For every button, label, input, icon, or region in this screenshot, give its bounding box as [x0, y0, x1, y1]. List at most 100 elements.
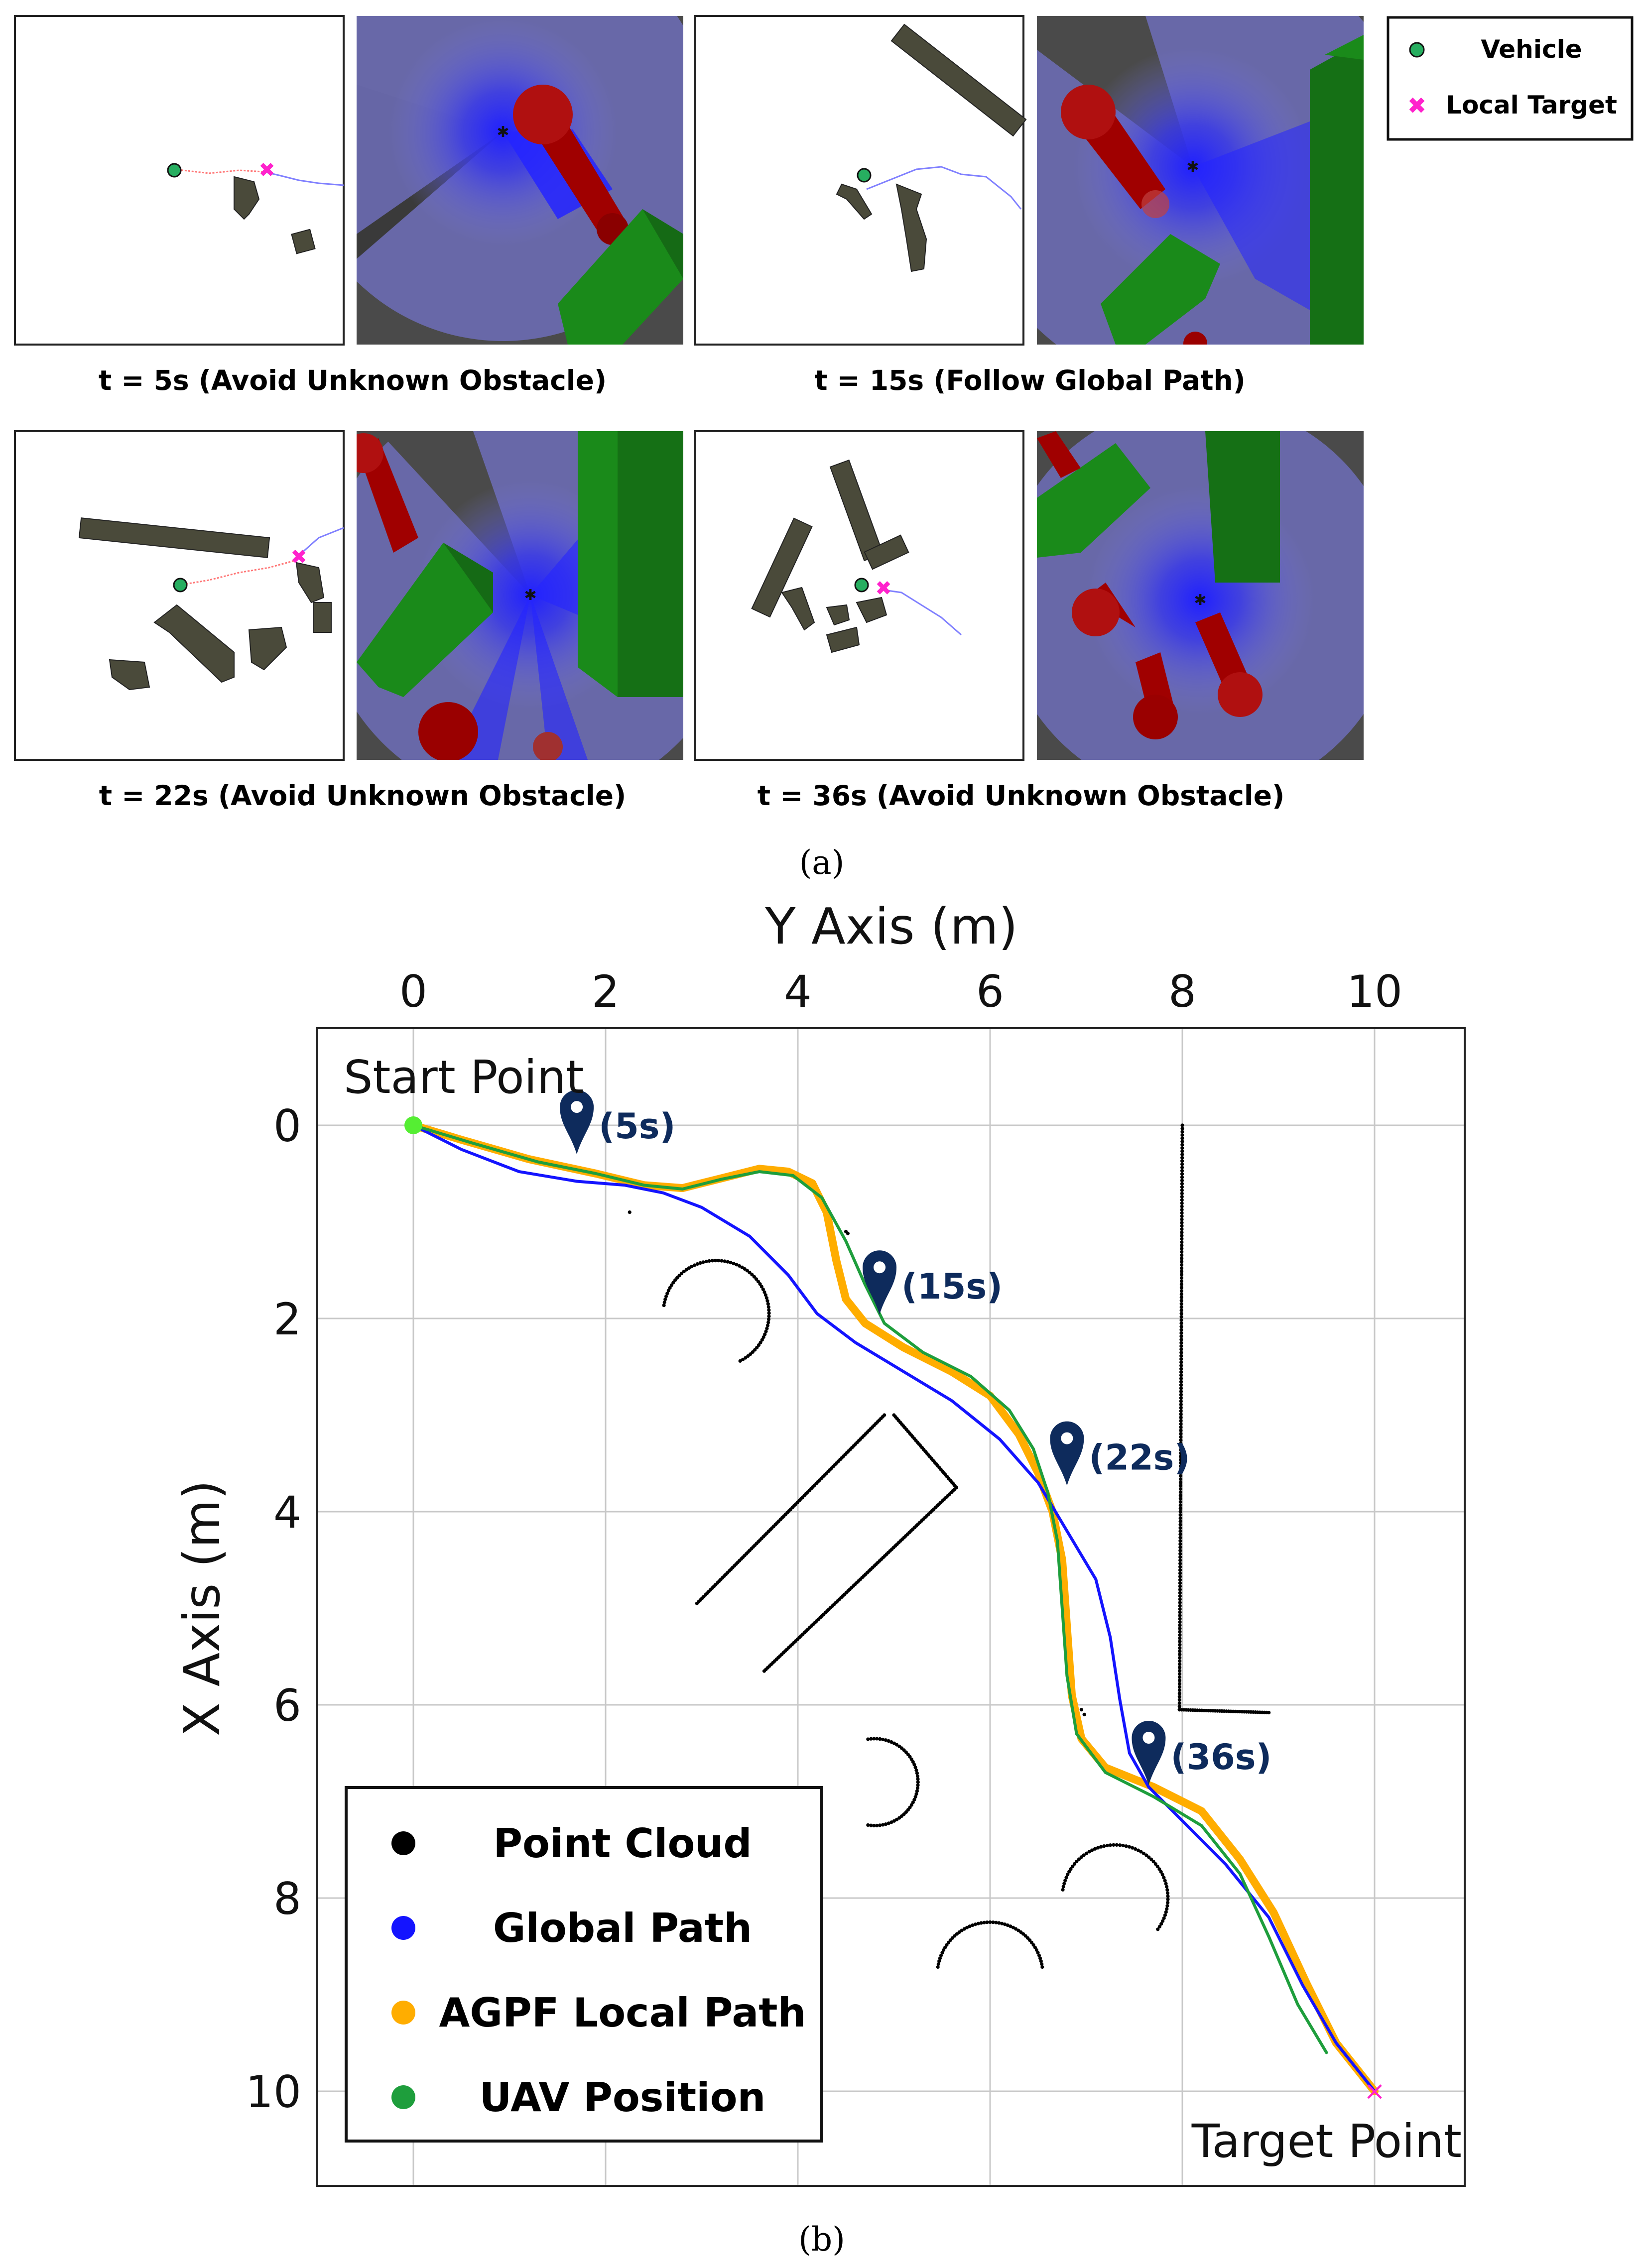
- point-cloud-dot: [1179, 1282, 1184, 1287]
- point-cloud-dot: [1179, 1305, 1183, 1309]
- point-cloud-dot: [913, 1766, 917, 1770]
- point-cloud-dot: [1178, 1617, 1182, 1621]
- point-cloud-dot: [912, 1763, 916, 1767]
- point-cloud-dot: [1178, 1532, 1182, 1537]
- point-cloud-dot: [743, 1267, 747, 1271]
- legend-local-target-marker: ✖: [1407, 92, 1427, 119]
- point-cloud-dot: [1165, 1907, 1169, 1911]
- point-cloud-dot: [1179, 1302, 1183, 1306]
- point-cloud-dot: [1179, 1279, 1184, 1283]
- point-cloud-dot: [1061, 1885, 1065, 1889]
- point-cloud-dot: [1179, 1318, 1183, 1322]
- start-point-marker: [404, 1116, 422, 1134]
- point-cloud-dot: [1180, 1260, 1184, 1264]
- series: ×: [404, 1116, 1386, 2106]
- point-cloud-dot: [1177, 1675, 1182, 1679]
- point-cloud-dot: [895, 1817, 899, 1821]
- point-cloud-dot: [1179, 1273, 1184, 1277]
- point-cloud-dot: [973, 1922, 977, 1926]
- point-cloud-dot: [1178, 1584, 1182, 1588]
- point-cloud-dot: [1180, 1140, 1184, 1144]
- point-cloud-dot: [1179, 1289, 1183, 1293]
- sim-view-5s: ✱: [357, 16, 683, 345]
- point-cloud-dot: [1178, 1630, 1182, 1634]
- point-cloud-dot: [1149, 1857, 1153, 1861]
- point-cloud-dot: [1155, 1865, 1159, 1869]
- point-cloud-dot: [1178, 1649, 1182, 1653]
- x-tick-label: 10: [1347, 966, 1402, 1017]
- point-cloud-dot: [1178, 1523, 1182, 1527]
- point-cloud-dot: [1178, 1636, 1182, 1640]
- point-cloud-dot: [745, 1269, 749, 1273]
- point-cloud-dot: [755, 1345, 759, 1349]
- point-cloud-dot: [994, 1920, 998, 1924]
- point-cloud-dot: [1178, 1542, 1182, 1546]
- point-cloud-dot: [1178, 1614, 1182, 1618]
- point-cloud-dot: [713, 1259, 718, 1263]
- point-cloud-dot: [741, 1357, 745, 1361]
- legend-global-path-marker: [391, 1916, 415, 1940]
- point-cloud-dot: [1164, 1882, 1168, 1886]
- point-cloud-dot: [1178, 1487, 1182, 1491]
- point-cloud-dot: [1178, 1610, 1182, 1614]
- point-cloud-dot: [1034, 1948, 1038, 1952]
- map-snapshot-22s: ✖: [14, 430, 345, 761]
- point-cloud-dot: [1179, 1386, 1183, 1390]
- point-cloud-dot: [757, 1343, 761, 1347]
- point-cloud-dot: [971, 1923, 975, 1927]
- point-cloud-dot: [936, 1965, 940, 1969]
- point-cloud-dot: [1115, 1843, 1119, 1847]
- point-cloud-dot: [1179, 1425, 1183, 1430]
- point-cloud-dot: [767, 1308, 771, 1312]
- point-cloud-dot: [732, 1261, 736, 1266]
- point-cloud-dot: [765, 1299, 769, 1303]
- point-cloud-dot: [911, 1800, 915, 1804]
- point-cloud-dot: [1166, 1898, 1170, 1902]
- point-cloud-dot: [1157, 1867, 1161, 1871]
- point-cloud-dot: [912, 1797, 916, 1801]
- point-cloud-dot: [1082, 1853, 1086, 1857]
- point-cloud-dot: [914, 1768, 918, 1772]
- point-cloud-dot: [1180, 1211, 1184, 1215]
- point-cloud-dot: [737, 1264, 742, 1268]
- point-cloud-dot: [1144, 1853, 1148, 1857]
- point-cloud-dot: [1180, 1224, 1184, 1228]
- point-cloud-dot: [1177, 1695, 1181, 1699]
- point-cloud-dot: [758, 1282, 762, 1286]
- point-cloud-dot: [1179, 1312, 1183, 1315]
- point-cloud-dot: [695, 1262, 699, 1266]
- point-cloud-dot: [1178, 1653, 1182, 1657]
- time-marker-label: (36s): [1170, 1737, 1271, 1778]
- point-cloud-dot: [1178, 1574, 1182, 1578]
- point-cloud-dot: [1179, 1444, 1183, 1449]
- point-cloud-dot: [1180, 1230, 1184, 1234]
- point-cloud-dot: [1180, 1253, 1184, 1257]
- point-cloud-dot: [892, 1819, 896, 1823]
- y-tick-label: 8: [273, 1873, 301, 1924]
- point-cloud-dot: [916, 1777, 920, 1781]
- point-cloud-dot: [1179, 1373, 1183, 1377]
- point-cloud-dot: [1151, 1860, 1155, 1864]
- point-cloud-dot: [939, 1953, 943, 1957]
- map-snapshot-15s: [694, 15, 1027, 346]
- point-cloud-dot: [1180, 1243, 1184, 1247]
- point-cloud-dot: [1178, 1497, 1182, 1501]
- point-cloud-dot: [1180, 1194, 1184, 1199]
- svg-text:✖: ✖: [875, 577, 892, 600]
- point-cloud-dot: [751, 1350, 755, 1354]
- point-cloud-dot: [673, 1278, 677, 1282]
- point-cloud-dot: [666, 1289, 670, 1293]
- legend-local-path-label: AGPF Local Path: [439, 1990, 806, 2036]
- point-cloud-dot: [1180, 1182, 1184, 1186]
- point-cloud-dot: [1179, 1383, 1183, 1387]
- point-cloud-dot: [738, 1359, 742, 1363]
- time-marker-pin: [560, 1090, 594, 1155]
- point-cloud-dot: [1141, 1851, 1146, 1855]
- point-cloud-dot: [1178, 1571, 1182, 1575]
- svg-text:✖: ✖: [290, 546, 307, 569]
- sim-view-36s: ✱: [1037, 431, 1364, 760]
- plot-frame: [316, 1027, 1466, 2187]
- x-tick-label: 4: [784, 966, 812, 1017]
- point-cloud-dot: [704, 1259, 708, 1264]
- panel-b-label: (b): [798, 2220, 845, 2259]
